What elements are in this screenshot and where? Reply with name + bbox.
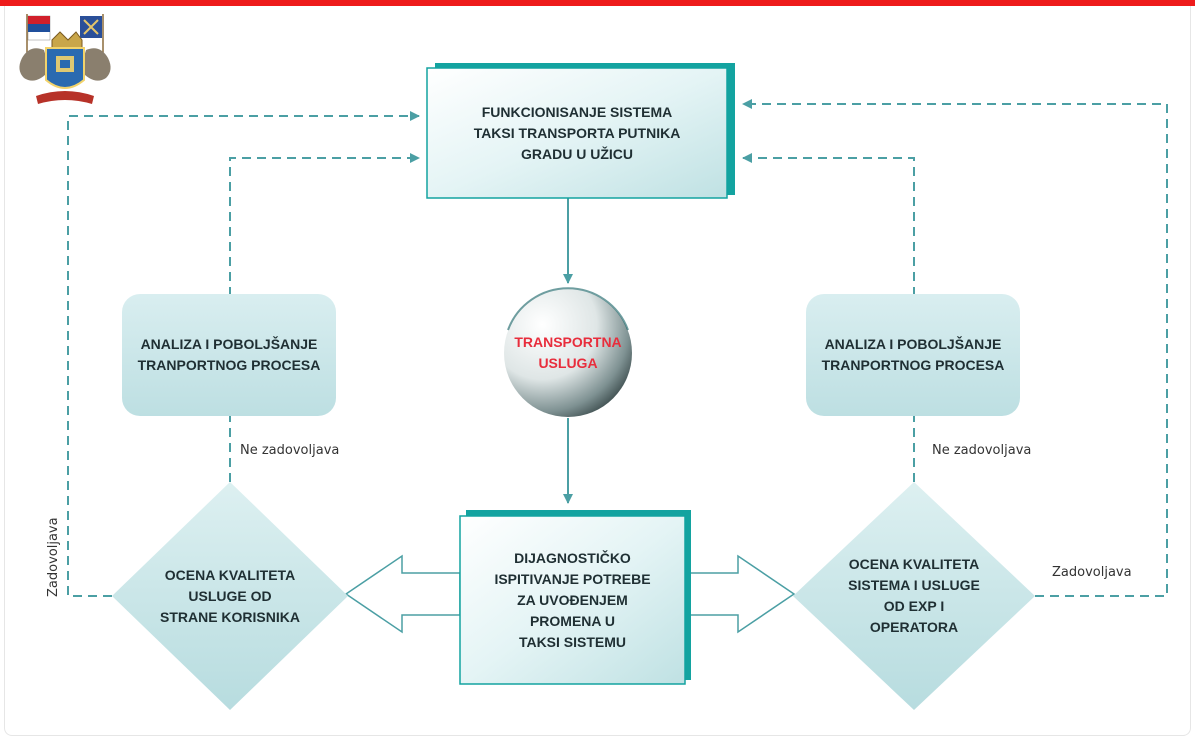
hollow-arrows [344, 554, 796, 634]
left-satisfied-label: Zadovoljava [46, 517, 61, 597]
left-analysis-text: ANALIZA I POBOLJŠANJE TRANPORTNOG PROCES… [137, 336, 321, 373]
left-diamond: OCENA KVALITETA USLUGE OD STRANE KORISNI… [130, 540, 330, 652]
bottom-box-text: DIJAGNOSTIČKO ISPITIVANJE POTREBE ZA UVO… [494, 549, 651, 650]
right-analysis-shape [806, 294, 1020, 416]
coat-of-arms-icon [19, 14, 111, 104]
right-satisfied-label: Zadovoljava [1052, 565, 1132, 580]
right-analysis-text: ANALIZA I POBOLJŠANJE TRANPORTNOG PROCES… [821, 336, 1005, 373]
center-circle: TRANSPORTNA USLUGA [504, 289, 632, 417]
right-diamond: OCENA KVALITETA SISTEMA I USLUGE OD EXP … [814, 530, 1014, 662]
right-diamond-shape [793, 482, 1035, 710]
right-analysis-box: ANALIZA I POBOLJŠANJE TRANPORTNOG PROCES… [806, 294, 1020, 416]
top-box-shape [426, 63, 735, 199]
feedback-lines [67, 99, 1168, 597]
bottom-box-shape [459, 510, 691, 685]
center-circle-text: TRANSPORTNA USLUGA [514, 334, 622, 371]
center-circle-shape [504, 289, 632, 417]
left-diamond-shape [112, 482, 348, 710]
left-diamond-text: OCENA KVALITETA USLUGE OD STRANE KORISNI… [159, 566, 300, 625]
page-frame [4, 6, 1191, 736]
top-bar [0, 0, 1195, 6]
right-diamond-text: OCENA KVALITETA SISTEMA I USLUGE OD EXP … [848, 556, 980, 635]
bottom-box: DIJAGNOSTIČKO ISPITIVANJE POTREBE ZA UVO… [460, 516, 685, 684]
left-analysis-shape [122, 294, 336, 416]
right-not-satisfied-label: Ne zadovoljava [932, 443, 1032, 458]
top-box-text: FUNKCIONISANJE SISTEMA TAKSI TRANSPORTA … [473, 103, 681, 162]
left-not-satisfied-label: Ne zadovoljava [240, 443, 340, 458]
top-box: FUNKCIONISANJE SISTEMA TAKSI TRANSPORTA … [427, 68, 727, 198]
left-analysis-box: ANALIZA I POBOLJŠANJE TRANPORTNOG PROCES… [122, 294, 336, 416]
